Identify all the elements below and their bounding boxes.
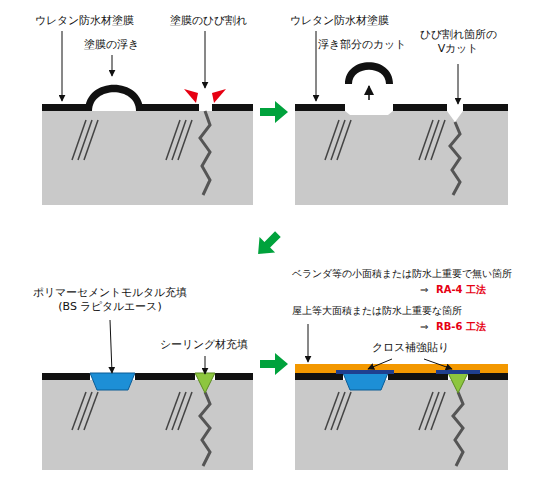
material-label: クロス補強貼り [372, 341, 449, 355]
blister-void [92, 92, 136, 111]
concrete-base [295, 111, 508, 205]
coating-label: ウレタン防水材塗膜 [35, 14, 134, 28]
concrete-base [42, 111, 253, 205]
material-label: シーリング材充填 [160, 338, 248, 352]
step-arrow [260, 101, 288, 123]
mortar-fill [343, 373, 388, 390]
panel-3 [42, 373, 253, 470]
removed-blister [345, 62, 393, 84]
panel-2 [295, 62, 508, 205]
coating [212, 104, 253, 111]
blister [85, 85, 143, 111]
coating [295, 104, 345, 111]
coating-label: ウレタン防水材塗膜 [290, 14, 389, 28]
coating [135, 373, 195, 380]
crack [200, 111, 210, 195]
top-coat [295, 364, 508, 373]
leader-line [110, 320, 112, 373]
coating [215, 373, 253, 380]
sealant-fill [448, 373, 468, 393]
leader-line [308, 324, 309, 362]
condition-note: 屋上等大面積または防水上重要な箇所 [292, 304, 462, 317]
step-arrow [260, 353, 288, 375]
concrete-base [42, 380, 253, 470]
panel-4 [295, 364, 508, 470]
cut-recess [345, 111, 393, 115]
process-arrows [250, 101, 288, 375]
crack [453, 392, 463, 466]
hatching [325, 392, 445, 430]
arrow-symbol: ⇒ [420, 283, 428, 296]
defect-label: 塗膜のひび割れ [170, 14, 247, 28]
coating [42, 373, 90, 380]
mortar-fill [90, 373, 135, 390]
condition-note: ベランダ等の小面積または防水上重要で無い箇所 [292, 267, 512, 280]
v-cut [447, 111, 463, 122]
sealant-fill [195, 373, 215, 393]
step-label: 浮き部分のカット [318, 38, 406, 52]
defect-label: 塗膜の浮き [84, 38, 139, 52]
leader-line [205, 31, 206, 88]
hatching [325, 120, 445, 160]
hatching [72, 392, 192, 430]
coating [468, 373, 508, 380]
crack-mark [212, 89, 226, 103]
lift-arrow [368, 86, 370, 100]
leader-line [316, 31, 317, 101]
step-label: ひび割れ箇所の Vカット [410, 28, 506, 57]
crack-mark [184, 89, 198, 103]
panel-1 [42, 85, 253, 205]
leader-line [458, 64, 459, 104]
coating [463, 104, 508, 111]
leader-line [424, 359, 452, 369]
coating [42, 104, 88, 111]
coating [388, 373, 448, 380]
concrete-base [295, 380, 508, 470]
leaders [62, 31, 458, 374]
method-name: RB-6 工法 [436, 320, 486, 333]
coating [393, 104, 447, 111]
crack [200, 392, 210, 466]
leader-line [205, 356, 206, 374]
leader-line [62, 31, 63, 101]
leader-line [368, 359, 392, 369]
material-label: ポリマーセメントモルタル充填 (BS ラピタルエース) [22, 286, 198, 315]
cloth-reinforcement [336, 370, 394, 374]
coating [140, 104, 199, 111]
leader-line [112, 55, 113, 76]
step-arrow [250, 226, 285, 261]
cloth-reinforcement [436, 370, 480, 374]
crack [450, 122, 460, 195]
method-name: RA-4 工法 [436, 283, 486, 296]
hatching [72, 120, 192, 160]
arrow-symbol: ⇒ [420, 320, 428, 333]
coating [295, 373, 343, 380]
